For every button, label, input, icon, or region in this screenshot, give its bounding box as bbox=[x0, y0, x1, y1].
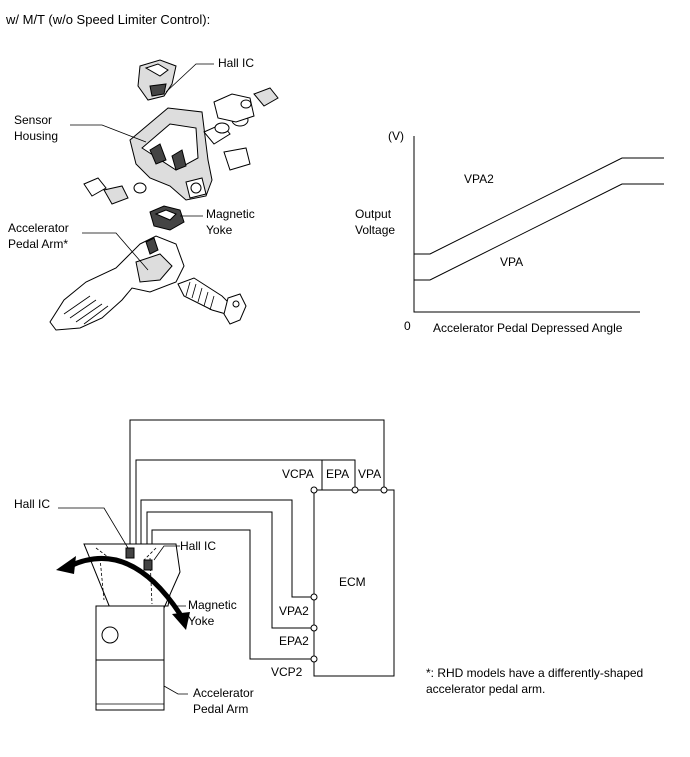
vpa-line bbox=[414, 183, 664, 281]
voltage-graph: (V) Output Voltage 0 Accelerator Pedal D… bbox=[355, 129, 664, 335]
terminal-vpa: VPA bbox=[358, 467, 381, 481]
vpa2-line bbox=[414, 157, 664, 255]
hall-ic-part bbox=[137, 59, 177, 101]
circuit-magnetic-yoke-label-1: Magnetic bbox=[188, 598, 237, 612]
exploded-magnetic-yoke-label-2: Yoke bbox=[206, 223, 233, 237]
exploded-hall-ic-label: Hall IC bbox=[218, 56, 254, 70]
exploded-sensor-housing-label-2: Housing bbox=[14, 129, 58, 143]
housing-small-parts bbox=[83, 87, 279, 205]
x-axis-label: Accelerator Pedal Depressed Angle bbox=[433, 321, 623, 335]
magnetic-yoke-part bbox=[149, 205, 185, 231]
circuit-terminals bbox=[310, 486, 388, 663]
circuit-wires bbox=[129, 419, 394, 660]
pedal-arm-part bbox=[49, 235, 247, 331]
vpa2-series-label: VPA2 bbox=[464, 172, 494, 186]
exploded-pedal-arm-label-1: Accelerator bbox=[8, 221, 69, 235]
exploded-sensor-housing-label-1: Sensor bbox=[14, 113, 52, 127]
exploded-pedal-arm-label-2: Pedal Arm* bbox=[8, 237, 68, 251]
vpa-series-label: VPA bbox=[500, 255, 523, 269]
y-axis-label-2: Voltage bbox=[355, 223, 395, 237]
circuit-pedal-arm-label-1: Accelerator bbox=[193, 686, 254, 700]
exploded-view: Hall IC Sensor Housing Magnetic Yoke Acc… bbox=[8, 56, 279, 331]
terminal-epa2: EPA2 bbox=[279, 634, 309, 648]
terminal-vpa2: VPA2 bbox=[279, 604, 309, 618]
footnote-line-2: accelerator pedal arm. bbox=[426, 682, 545, 696]
terminal-vcp2: VCP2 bbox=[271, 665, 303, 679]
circuit-hall-ic-left-label: Hall IC bbox=[14, 497, 50, 511]
terminal-vcpa: VCPA bbox=[282, 467, 314, 481]
ecm-label: ECM bbox=[339, 575, 366, 589]
page-heading: w/ M/T (w/o Speed Limiter Control): bbox=[5, 12, 210, 27]
pedal-assembly bbox=[83, 543, 181, 711]
y-axis-label-1: Output bbox=[355, 207, 392, 221]
circuit-hall-ic-right-label: Hall IC bbox=[180, 539, 216, 553]
circuit-magnetic-yoke-label-2: Yoke bbox=[188, 614, 215, 628]
sensor-housing-part bbox=[129, 107, 213, 201]
terminal-epa: EPA bbox=[326, 467, 349, 481]
circuit-pedal-arm-label-2: Pedal Arm bbox=[193, 702, 248, 716]
y-unit-label: (V) bbox=[388, 129, 404, 143]
graph-axes bbox=[413, 136, 640, 313]
exploded-magnetic-yoke-label-1: Magnetic bbox=[206, 207, 255, 221]
circuit-diagram: ECM VCPA EPA VPA VPA2 EPA2 VCP2 bbox=[14, 419, 395, 716]
origin-label: 0 bbox=[404, 319, 411, 333]
footnote-line-1: *: RHD models have a differently-shaped bbox=[426, 666, 643, 680]
circuit-leaders bbox=[58, 507, 188, 695]
exploded-leaders bbox=[70, 63, 214, 271]
